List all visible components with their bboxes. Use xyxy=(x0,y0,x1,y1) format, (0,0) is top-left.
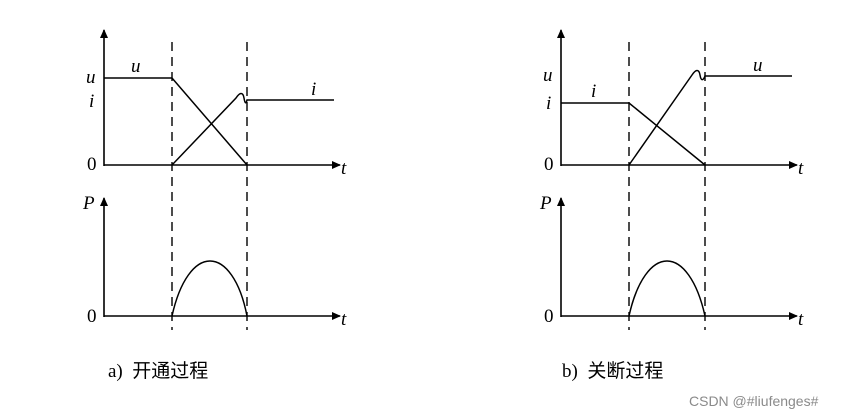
y-label-i: i xyxy=(89,91,94,112)
curve-label-i: i xyxy=(591,81,596,102)
y-label-u: u xyxy=(86,67,96,88)
voltage-curve xyxy=(104,77,248,166)
caption-b: b) 关断过程 xyxy=(562,356,663,383)
power-loss-curve xyxy=(628,260,706,317)
voltage-curve xyxy=(628,69,792,166)
y-label-u: u xyxy=(543,65,553,86)
curve-label-u: u xyxy=(753,55,763,76)
caption-a-text: 开通过程 xyxy=(132,361,209,382)
curve-label-i: i xyxy=(311,79,316,100)
p-y-label-zero: 0 xyxy=(87,306,97,327)
caption-a-letter: a) xyxy=(108,361,123,382)
y-label-i: i xyxy=(546,93,551,114)
panel-a-turn-on: u i 0 t u i P 0 t xyxy=(82,29,347,330)
y-label-p: P xyxy=(82,193,95,214)
curve-label-u: u xyxy=(131,56,141,77)
p-y-label-zero: 0 xyxy=(544,306,554,327)
y-label-zero: 0 xyxy=(87,154,97,175)
caption-a: a) 开通过程 xyxy=(108,356,208,383)
caption-b-text: 关断过程 xyxy=(587,361,664,382)
x-label-t: t xyxy=(341,158,347,179)
panel-b-turn-off: u i 0 t i u P 0 t xyxy=(539,29,804,330)
current-curve xyxy=(561,102,706,166)
y-label-p: P xyxy=(539,193,552,214)
x-label-t: t xyxy=(798,158,804,179)
watermark: CSDN @#liufenges# xyxy=(689,393,819,409)
y-label-zero: 0 xyxy=(544,154,554,175)
power-loss-curve xyxy=(171,260,248,317)
current-curve xyxy=(171,92,334,166)
caption-b-letter: b) xyxy=(562,361,578,382)
p-x-label-t: t xyxy=(798,309,804,330)
p-x-label-t: t xyxy=(341,309,347,330)
